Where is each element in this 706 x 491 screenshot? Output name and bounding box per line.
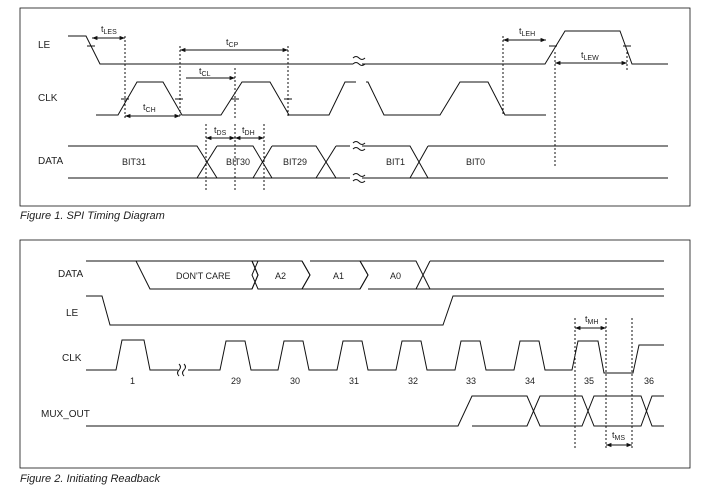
fig1-tdh-label: tDH [242,125,255,137]
fig2-caption: Figure 2. Initiating Readback [20,473,161,485]
fig2-clock-number: 31 [349,376,359,386]
fig1-bit1-label: BIT1 [386,157,405,167]
fig1-tleh-label: tLEH [519,26,535,38]
fig2-reference-lines [574,318,633,448]
fig2-clock-number: 29 [231,376,241,386]
fig1-le-waveform [68,30,668,65]
fig1-caption: Figure 1. SPI Timing Diagram [20,210,165,222]
fig1-tch-label: tCH [143,102,156,114]
fig2-clock-number: 34 [525,376,535,386]
fig1-data-bus [68,145,668,179]
fig2-clock-number: 36 [644,376,654,386]
fig1-tds-label: tDS [214,125,227,137]
fig2-a1-label: A1 [333,271,344,281]
fig2-mux-out-label: MUX_OUT [41,409,90,420]
fig1-bit0-label: BIT0 [466,157,485,167]
fig1-tcl-label: tCL [199,66,211,78]
fig1-tcp-label: tCP [226,37,239,49]
figure-2: DATA LE CLK MUX_OUT DON'T CARE A2 A1 A0 … [19,239,691,485]
fig1-data-label: DATA [38,156,64,167]
fig2-clock-number: 35 [584,376,594,386]
fig1-bit29-label: BIT29 [283,157,307,167]
fig2-tmh-label: tMH [585,314,598,326]
figure-1-frame [19,7,691,207]
fig2-clock-number: 30 [290,376,300,386]
fig2-tms-label: tMS [612,430,625,442]
fig2-clk-waveform [86,339,664,374]
fig2-dont-care-label: DON'T CARE [176,271,231,281]
fig1-tlew-label: tLEW [581,50,599,62]
fig2-le-label: LE [66,308,79,319]
fig1-crossing-ticks [87,45,631,100]
fig1-bit31-label: BIT31 [122,157,146,167]
fig2-data-label: DATA [58,269,84,280]
fig2-mux-out-bus [86,395,664,427]
fig1-bit30-label: BIT30 [226,157,250,167]
fig1-le-label: LE [38,40,51,51]
fig1-reference-lines [124,36,628,190]
fig1-break-marks [352,56,366,183]
figure-1: LE CLK DATA BIT31 BIT30 BIT29 BIT1 BIT0 [19,7,691,222]
fig2-clock-number: 33 [466,376,476,386]
fig2-a2-label: A2 [275,271,286,281]
fig1-clk-label: CLK [38,93,58,104]
fig1-tles-label: tLES [101,24,117,36]
fig2-clk-label: CLK [62,353,82,364]
fig2-clock-number: 1 [130,376,135,386]
fig2-clk-break [177,363,186,377]
figure-2-frame [19,239,691,469]
fig2-a0-label: A0 [390,271,401,281]
fig2-clock-number: 32 [408,376,418,386]
fig2-le-waveform [86,295,664,326]
fig1-clk-waveform [96,81,546,116]
fig2-data-bus [86,260,664,290]
